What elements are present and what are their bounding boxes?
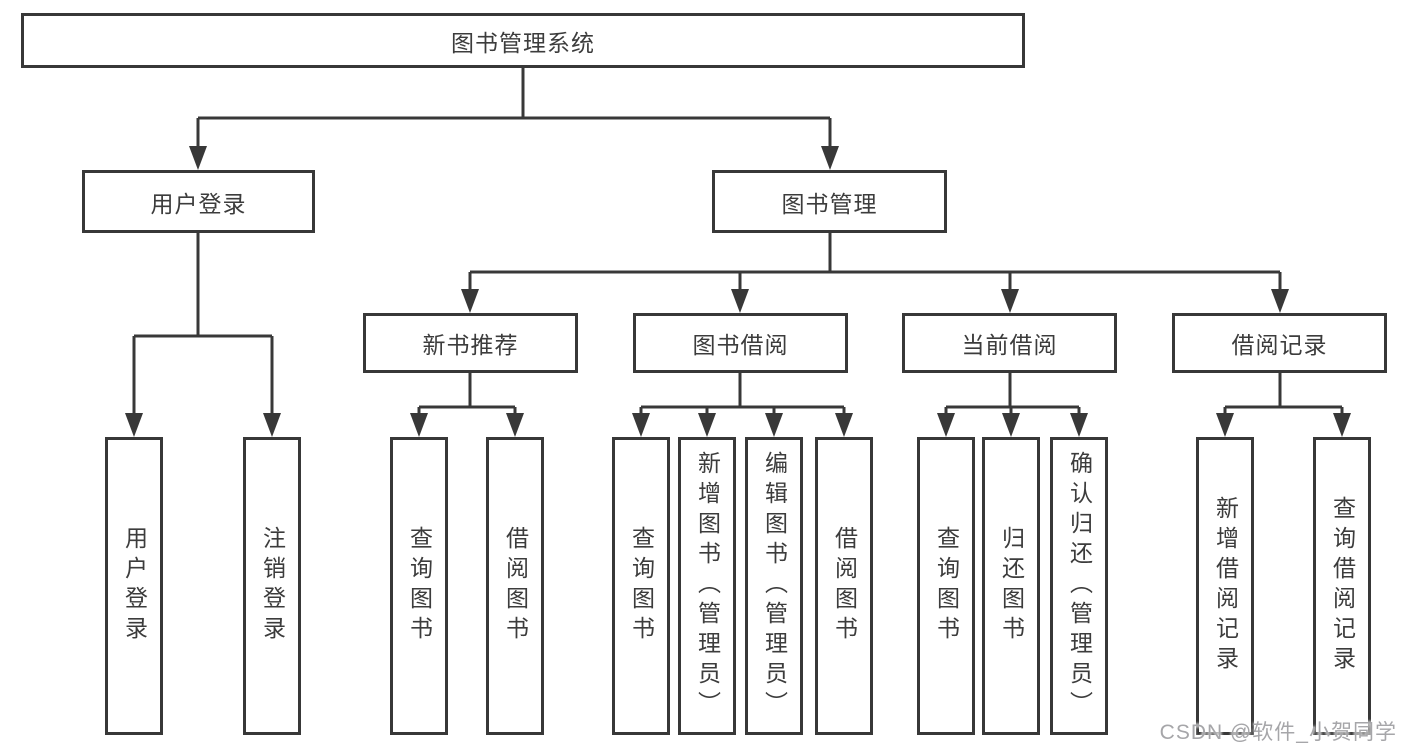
leaf-query-books-borrowing: 查询图书 bbox=[612, 437, 670, 735]
leaf-label: 编辑图书（管理员） bbox=[761, 451, 788, 721]
arrowhead-icons bbox=[125, 146, 1351, 437]
leaf-label: 借阅图书 bbox=[502, 526, 529, 646]
leaf-add-book-admin: 新增图书（管理员） bbox=[678, 437, 736, 735]
node-current-borrowing: 当前借阅 bbox=[902, 313, 1117, 373]
node-user-login: 用户登录 bbox=[82, 170, 315, 233]
leaf-query-books-current: 查询图书 bbox=[917, 437, 975, 735]
leaf-label: 查询图书 bbox=[628, 526, 655, 646]
leaf-label: 查询图书 bbox=[406, 526, 433, 646]
leaf-label: 新增借阅记录 bbox=[1212, 496, 1239, 676]
leaf-label: 确认归还（管理员） bbox=[1066, 451, 1093, 721]
leaf-user-login: 用户登录 bbox=[105, 437, 163, 735]
leaf-label: 查询图书 bbox=[933, 526, 960, 646]
node-book-borrowing: 图书借阅 bbox=[633, 313, 848, 373]
leaf-query-books-recommend: 查询图书 bbox=[390, 437, 448, 735]
leaf-label: 注销登录 bbox=[259, 526, 286, 646]
leaf-borrow-books-recommend: 借阅图书 bbox=[486, 437, 544, 735]
leaf-logout: 注销登录 bbox=[243, 437, 301, 735]
leaf-return-book: 归还图书 bbox=[982, 437, 1040, 735]
node-new-book-recommendation: 新书推荐 bbox=[363, 313, 578, 373]
leaf-label: 用户登录 bbox=[121, 526, 148, 646]
node-borrowing-records: 借阅记录 bbox=[1172, 313, 1387, 373]
leaf-label: 查询借阅记录 bbox=[1329, 496, 1356, 676]
csdn-watermark: CSDN @软件_小贺同学 bbox=[1159, 721, 1397, 744]
leaf-borrow-books-borrowing: 借阅图书 bbox=[815, 437, 873, 735]
leaf-confirm-return-admin: 确认归还（管理员） bbox=[1050, 437, 1108, 735]
leaf-label: 借阅图书 bbox=[831, 526, 858, 646]
leaf-add-borrow-record: 新增借阅记录 bbox=[1196, 437, 1254, 735]
leaf-label: 归还图书 bbox=[998, 526, 1025, 646]
leaf-query-borrow-record: 查询借阅记录 bbox=[1313, 437, 1371, 735]
leaf-edit-book-admin: 编辑图书（管理员） bbox=[745, 437, 803, 735]
leaf-label: 新增图书（管理员） bbox=[694, 451, 721, 721]
connector-lines bbox=[132, 68, 1344, 414]
node-library-management-system: 图书管理系统 bbox=[21, 13, 1025, 68]
node-book-management: 图书管理 bbox=[712, 170, 947, 233]
